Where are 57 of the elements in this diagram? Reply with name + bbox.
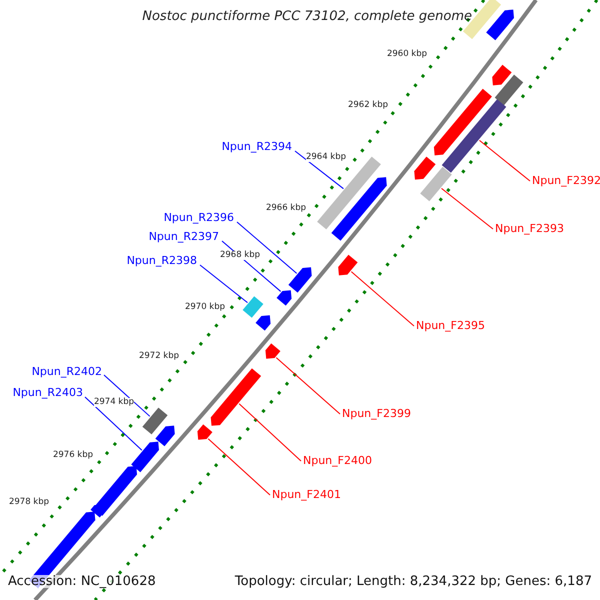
tick-label: 2966 kbp	[266, 204, 306, 212]
tick-label: 2976 kbp	[52, 451, 94, 460]
gene-feature	[90, 504, 104, 518]
gene-feature	[93, 466, 138, 516]
gene-bar	[142, 408, 168, 434]
gene-feature	[331, 177, 387, 241]
gene-label: Npun_F2400	[303, 455, 372, 466]
diagram-title: Nostoc punctiforme PCC 73102, complete genome	[142, 10, 472, 23]
genome-stats: Topology: circular; Length: 8,234,322 bp; Genes: 6,187	[234, 575, 592, 588]
leader-line	[294, 150, 344, 190]
tick-label: 2962 kbp	[348, 101, 388, 110]
gene-feature	[256, 315, 271, 331]
gene-label: Npun_F2392	[532, 175, 600, 186]
gene-feature	[434, 88, 492, 156]
gene-feature	[155, 426, 175, 446]
gene-feature	[265, 343, 280, 359]
gene-feature	[276, 290, 292, 306]
tick-label: 2974 kbp	[94, 398, 134, 406]
gene-bar	[442, 99, 506, 173]
tick-label: 2970 kbp	[184, 303, 226, 312]
tick-label: 2972 kbp	[138, 352, 180, 360]
gene-feature	[210, 368, 262, 426]
accession-label: Accession: NC_010628	[8, 575, 156, 588]
gene-label: Npun_R2396	[164, 212, 234, 223]
gene-label: Npun_F2399	[342, 408, 411, 419]
leader-line	[84, 396, 142, 451]
gene-label: Npun_R2397	[148, 231, 219, 242]
gene-label: Npun_F2395	[416, 320, 485, 331]
leader-line	[238, 403, 302, 462]
gene-feature	[288, 267, 312, 293]
leader-line	[276, 357, 340, 414]
tick-label: 2964 kbp	[306, 153, 346, 162]
leader-line	[104, 374, 150, 417]
gene-feature	[197, 424, 212, 440]
gene-feature	[338, 254, 358, 276]
tick-label: 2968 kbp	[220, 251, 260, 260]
gene-feature	[131, 442, 159, 472]
leader-line	[208, 438, 270, 496]
gene-bar	[242, 296, 264, 318]
leader-line	[236, 222, 298, 274]
gene-bar	[420, 166, 452, 202]
gene-label: Npun_R2394	[222, 141, 292, 152]
gene-bar	[494, 74, 524, 106]
leader-line	[200, 264, 248, 304]
leader-line	[350, 271, 414, 326]
gene-label: Npun_R2403	[12, 387, 83, 398]
gene-label: Npun_R2402	[32, 366, 102, 377]
tick-label: 2978 kbp	[8, 498, 50, 506]
leader-line	[441, 188, 494, 230]
leader-line	[478, 140, 530, 182]
gene-label: Npun_R2398	[126, 255, 197, 266]
tick-label: 2960 kbp	[386, 50, 428, 58]
gene-feature	[414, 156, 436, 180]
gene-label: Npun_F2393	[495, 223, 564, 234]
gene-feature	[486, 10, 514, 40]
gene-feature	[492, 64, 512, 86]
gene-label: Npun_F2401	[272, 489, 341, 500]
